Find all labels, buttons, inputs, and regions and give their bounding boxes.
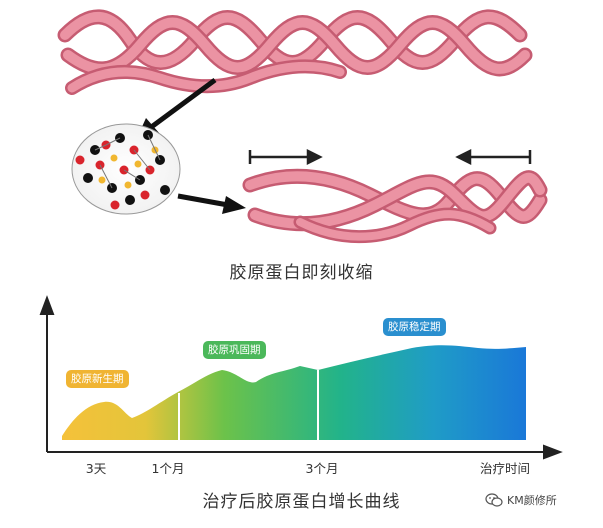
- molecular-detail-circle: [71, 123, 181, 215]
- x-tick-3-days: 3天: [85, 461, 107, 476]
- arrow-to-contracted: [177, 193, 246, 214]
- contraction-indicators: [248, 148, 532, 166]
- bottom-caption: 治疗后胶原蛋白增长曲线: [202, 492, 401, 512]
- top-caption: 胶原蛋白即刻收缩: [229, 263, 374, 283]
- chart-axes: [39, 295, 563, 460]
- x-tick-3-months: 3个月: [305, 461, 339, 476]
- x-tick-treatment-time: 治疗时间: [479, 461, 531, 476]
- phase-label-consolidate: 胶原巩固期: [203, 341, 266, 359]
- growth-curve: [62, 345, 526, 440]
- collagen-helix-contracted: [242, 168, 548, 244]
- watermark: KM颜修所: [485, 492, 557, 508]
- wechat-icon: [485, 493, 503, 507]
- x-tick-1-month: 1个月: [151, 461, 185, 476]
- collagen-helix-relaxed: [57, 9, 533, 95]
- phase-label-stable: 胶原稳定期: [383, 318, 446, 336]
- phase-label-new: 胶原新生期: [66, 370, 129, 388]
- watermark-text: KM颜修所: [507, 494, 557, 507]
